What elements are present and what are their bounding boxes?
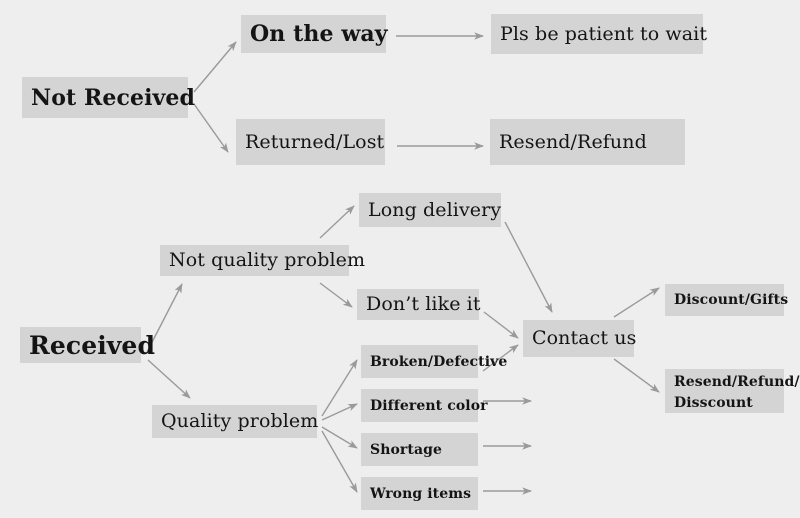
- node-discount-gifts[interactable]: Discount/Gifts: [665, 284, 788, 316]
- node-label-line-1: Resend/Refund/: [674, 374, 800, 390]
- node-different-color[interactable]: Different color: [361, 389, 488, 422]
- edge-e-notreceived-ontheway: [193, 41, 237, 93]
- node-contact-us[interactable]: Contact us: [523, 320, 637, 357]
- edge-e-quality-shortage: [321, 426, 358, 449]
- node-returned-lost[interactable]: Returned/Lost: [236, 119, 385, 165]
- node-label: Received: [29, 330, 156, 360]
- edge-e-quality-broken: [321, 359, 358, 417]
- node-pls-be-patient[interactable]: Pls be patient to wait: [491, 14, 707, 54]
- edge-e-longdelivery-contactus: [504, 221, 553, 313]
- node-label: Broken/Defective: [370, 353, 508, 370]
- node-label: Discount/Gifts: [674, 292, 789, 308]
- edge-e-dontlike-contactus: [483, 311, 519, 339]
- edge-e-received-quality: [147, 359, 191, 399]
- node-wrong-items[interactable]: Wrong items: [361, 477, 478, 510]
- node-not-quality-problem[interactable]: Not quality problem: [160, 245, 365, 276]
- node-label: Resend/Refund: [499, 130, 647, 153]
- node-on-the-way[interactable]: On the way: [241, 15, 388, 53]
- node-resend-refund-disscount[interactable]: Resend/Refund/Disscount: [665, 369, 800, 413]
- node-label: Returned/Lost: [245, 130, 385, 153]
- node-not-received[interactable]: Not Received: [22, 77, 195, 118]
- edge-e-notquality-longdelivery: [319, 205, 355, 239]
- node-label: Different color: [370, 397, 488, 414]
- node-received[interactable]: Received: [20, 327, 155, 363]
- node-label: Quality problem: [161, 410, 319, 432]
- node-dont-like-it[interactable]: Don’t like it: [357, 289, 481, 320]
- node-label: Wrong items: [370, 485, 472, 502]
- node-label: Shortage: [370, 441, 443, 458]
- edge-e-quality-differentcolor: [321, 403, 358, 421]
- node-label: Pls be patient to wait: [500, 22, 708, 45]
- node-label: Not quality problem: [169, 249, 366, 271]
- node-label: On the way: [250, 21, 388, 47]
- edge-e-notreceived-returnedlost: [193, 103, 229, 153]
- node-label: Long delivery: [368, 198, 502, 221]
- node-label: Don’t like it: [366, 293, 481, 315]
- edge-e-notquality-dontlike: [319, 282, 353, 308]
- node-label: Contact us: [532, 327, 637, 349]
- node-shortage[interactable]: Shortage: [361, 433, 478, 466]
- node-broken-defective[interactable]: Broken/Defective: [361, 345, 507, 378]
- node-resend-refund[interactable]: Resend/Refund: [490, 119, 685, 165]
- node-quality-problem[interactable]: Quality problem: [152, 405, 319, 438]
- edge-e-contactus-discount: [613, 287, 660, 318]
- node-label-line-2: Disscount: [674, 395, 753, 411]
- node-long-delivery[interactable]: Long delivery: [359, 193, 501, 227]
- edge-e-quality-wrongitems: [321, 430, 358, 493]
- edge-e-contactus-resendrefund: [613, 358, 660, 393]
- node-label: Not Received: [31, 84, 195, 111]
